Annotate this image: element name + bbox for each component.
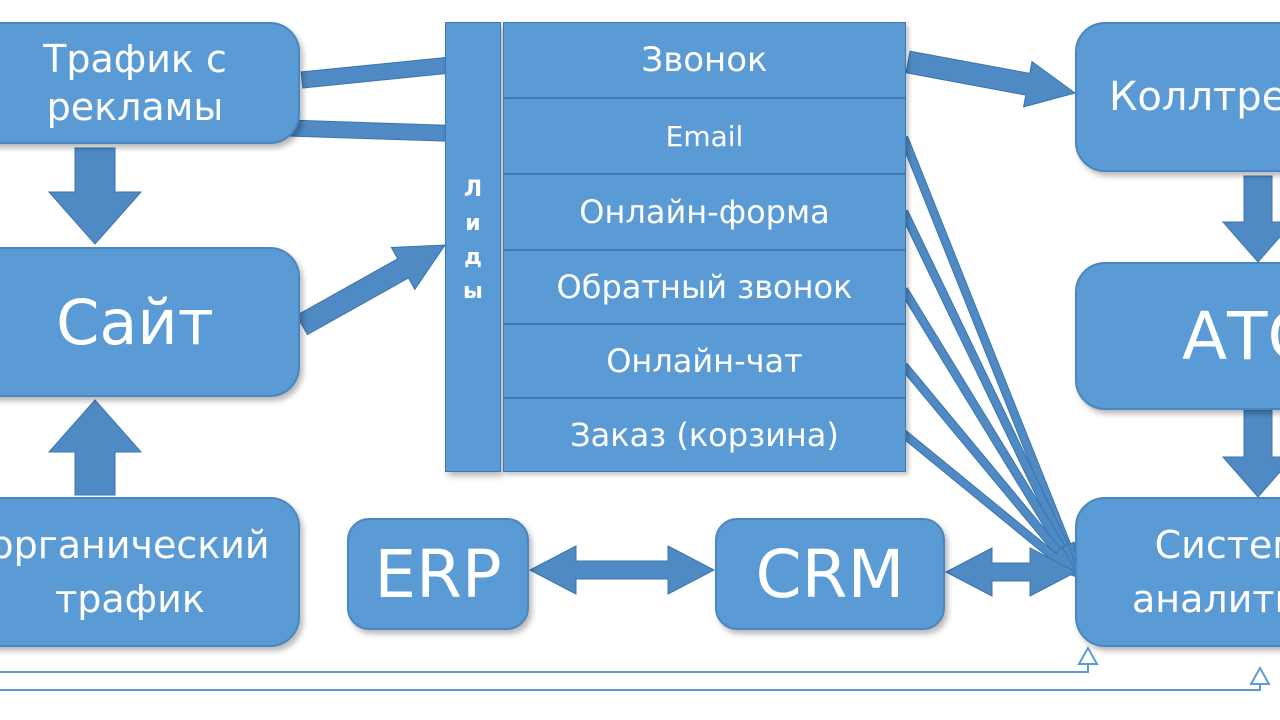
lead-item-label: Онлайн-чат <box>606 342 803 380</box>
lead-item-call: Звонок <box>503 22 906 98</box>
analytics-label: Система аналитики <box>1132 523 1280 621</box>
lead-item-label: Онлайн-форма <box>579 193 830 231</box>
lead-item-online-chat: Онлайн-чат <box>503 324 906 398</box>
organic-traffic-label: органический трафик <box>0 523 270 621</box>
leads-letter: д <box>464 245 482 270</box>
arrow-ats-to-analytics <box>1221 409 1280 498</box>
lead-item-cart-order: Заказ (корзина) <box>503 398 906 472</box>
erp-label: ERP <box>374 535 502 613</box>
ads-traffic-box: Трафик с рекламы <box>0 22 300 144</box>
arrow-erp-crm <box>528 545 716 595</box>
arrow-calltracking-to-ats <box>1221 175 1280 263</box>
leads-vertical-label: Л и д ы <box>446 173 500 309</box>
lead-item-label: Email <box>665 119 744 153</box>
lead-item-callback: Обратный звонок <box>503 250 906 324</box>
calltracking-box: Коллтрекинг <box>1075 22 1280 172</box>
ads-traffic-label: Трафик с рекламы <box>43 37 227 129</box>
ats-box: АТС <box>1075 262 1280 410</box>
arrow-site-to-leads <box>295 244 446 336</box>
erp-box: ERP <box>347 518 529 630</box>
leads-strip: Л и д ы <box>445 22 501 472</box>
lead-item-label: Обратный звонок <box>556 268 853 306</box>
site-label: Сайт <box>56 285 214 359</box>
arrow-call-to-calltracking <box>905 50 1077 108</box>
ats-label: АТС <box>1182 297 1280 375</box>
site-box: Сайт <box>0 247 300 397</box>
lead-item-online-form: Онлайн-форма <box>503 174 906 250</box>
crm-label: CRM <box>755 535 905 613</box>
leads-letter: ы <box>463 279 483 304</box>
calltracking-label: Коллтрекинг <box>1109 74 1280 120</box>
crm-box: CRM <box>715 518 945 630</box>
lead-item-email: Email <box>503 98 906 174</box>
lead-item-label: Заказ (корзина) <box>570 416 839 454</box>
arrow-ads-to-site <box>47 147 143 245</box>
analytics-box: Система аналитики <box>1075 497 1280 647</box>
feedback-arrowhead <box>1249 665 1271 685</box>
feedback-arrowhead <box>1077 645 1099 665</box>
leads-letter: Л <box>463 177 483 202</box>
lead-item-label: Звонок <box>641 40 768 80</box>
arrow-organic-to-site <box>47 399 143 496</box>
feedback-line-inner <box>0 652 1089 673</box>
feedback-line-outer <box>0 672 1261 691</box>
organic-traffic-box: органический трафик <box>0 497 300 647</box>
leads-letter: и <box>465 211 481 236</box>
